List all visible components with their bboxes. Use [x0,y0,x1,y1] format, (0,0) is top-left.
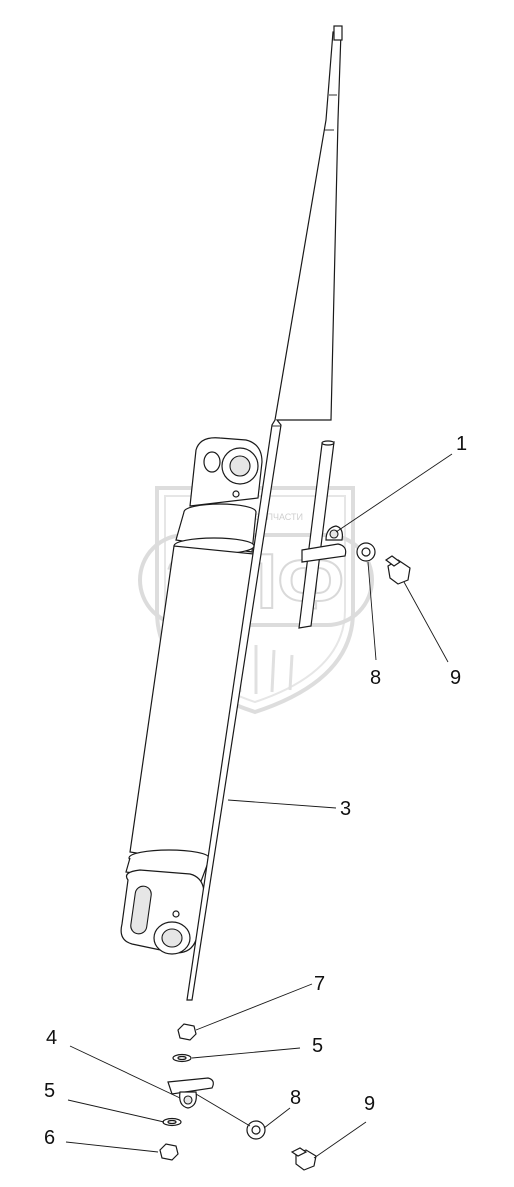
callout-5-right: 5 [312,1035,323,1057]
lock-washer-lower [162,1117,182,1127]
leader-lines [65,453,453,1159]
bracket-part-4 [167,1077,214,1109]
nut-part-7 [177,1023,197,1041]
callout-8-lower: 8 [290,1087,301,1109]
callout-9-upper: 9 [450,667,461,689]
washer-upper [356,542,376,562]
bracket-assembly-part-1 [298,440,347,629]
bolt-lower [290,1147,317,1171]
callout-6: 6 [44,1127,55,1149]
callouts: 1 8 9 3 7 4 5 5 8 9 6 [44,433,467,1149]
nut-part-6 [159,1143,179,1161]
hydraulic-cylinder [120,437,263,955]
callout-3: 3 [340,798,351,820]
rod-part-3 [186,25,343,1001]
callout-7: 7 [314,973,325,995]
callout-4: 4 [46,1027,57,1049]
bolt-upper [384,555,411,585]
callout-8-upper: 8 [370,667,381,689]
washer-lower [246,1120,266,1140]
lock-washer-upper [172,1053,192,1063]
callout-5-left: 5 [44,1080,55,1102]
callout-9-lower: 9 [364,1093,375,1115]
callout-1: 1 [456,433,467,455]
